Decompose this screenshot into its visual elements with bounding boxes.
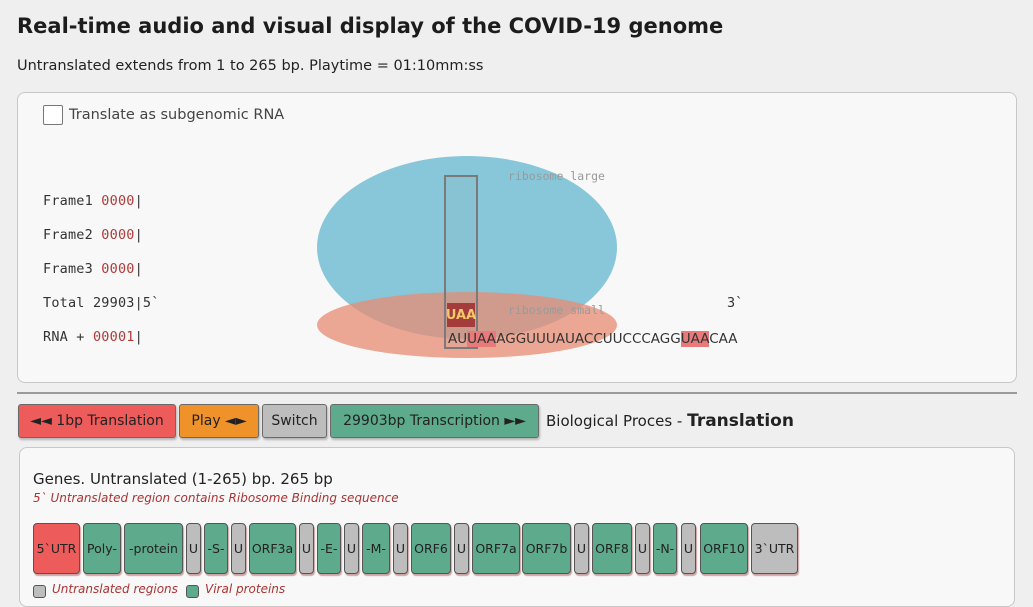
process-value: Translation <box>687 411 794 431</box>
frame3-suffix: | <box>134 261 143 277</box>
rna-seq-stop-codon-2: UAA <box>680 331 710 347</box>
genes-note: 5` Untranslated region contains Ribosome… <box>33 491 399 505</box>
gene-s[interactable]: -S- <box>204 523 228 574</box>
current-codon: UAA <box>446 303 476 327</box>
gene-u7[interactable]: U <box>574 523 589 574</box>
divider <box>17 392 1017 394</box>
rna-label: RNA + <box>43 329 93 345</box>
genes-panel: Genes. Untranslated (1-265) bp. 265 bp 5… <box>19 447 1015 607</box>
frame2-row: Frame2 0000| <box>43 227 143 243</box>
frame2-value: 0000 <box>101 227 135 243</box>
ribosome-small-label: ribosome small <box>508 303 605 317</box>
gene-u4[interactable]: U <box>344 523 359 574</box>
rna-sequence: AUUAAAGGUUUAUACCUUCCCAGGUAACAA <box>448 331 738 347</box>
total-row: Total 29903|5` <box>43 295 160 311</box>
gene-5utr[interactable]: 5`UTR <box>33 523 80 574</box>
gene-e[interactable]: -E- <box>317 523 341 574</box>
gene-orf7a[interactable]: ORF7a <box>472 523 520 574</box>
frame3-label: Frame3 <box>43 261 102 277</box>
gene-orf6[interactable]: ORF6 <box>411 523 451 574</box>
legend-viral-swatch <box>186 585 199 598</box>
frame3-value: 0000 <box>101 261 135 277</box>
gene-u8[interactable]: U <box>635 523 650 574</box>
legend-untranslated-label: Untranslated regions <box>52 581 178 596</box>
rna-row: RNA + 00001| <box>43 329 143 345</box>
subgenomic-checkbox[interactable] <box>43 105 63 125</box>
frame3-row: Frame3 0000| <box>43 261 143 277</box>
genes-title: Genes. Untranslated (1-265) bp. 265 bp <box>33 470 333 488</box>
gene-protein[interactable]: -protein <box>124 523 183 574</box>
frame1-row: Frame1 0000| <box>43 193 143 209</box>
gene-u2[interactable]: U <box>231 523 246 574</box>
legend-viral: Viral proteins <box>186 579 285 598</box>
frame1-label: Frame1 <box>43 193 102 209</box>
page-subtitle: Untranslated extends from 1 to 265 bp. P… <box>17 58 484 74</box>
rna-seq-stop-codon-1: UAA <box>467 331 497 347</box>
frame1-value: 0000 <box>101 193 135 209</box>
process-label-text: Biological Proces - <box>546 412 688 430</box>
translation-button[interactable]: ◄◄ 1bp Translation <box>18 404 176 438</box>
subgenomic-checkbox-label: Translate as subgenomic RNA <box>69 107 285 123</box>
frame2-label: Frame2 <box>43 227 102 243</box>
transcription-button[interactable]: 29903bp Transcription ►► <box>330 404 539 438</box>
gene-u1[interactable]: U <box>186 523 201 574</box>
frame1-suffix: | <box>134 193 143 209</box>
rna-seq-part2: AGGUUUAUACCUUCCCAGG <box>496 331 681 347</box>
play-button[interactable]: Play ◄► <box>179 404 259 438</box>
subgenomic-checkbox-row[interactable]: Translate as subgenomic RNA <box>43 105 284 125</box>
rna-seq-part1: AU <box>448 331 468 347</box>
gene-orf10[interactable]: ORF10 <box>700 523 748 574</box>
gene-u6[interactable]: U <box>454 523 469 574</box>
gene-u5[interactable]: U <box>393 523 408 574</box>
gene-u3[interactable]: U <box>299 523 314 574</box>
frame2-suffix: | <box>134 227 143 243</box>
genome-display-panel: Translate as subgenomic RNA ribosome lar… <box>17 92 1017 383</box>
gene-poly[interactable]: Poly- <box>83 523 121 574</box>
legend-untranslated: Untranslated regions <box>33 579 178 598</box>
rna-seq-part3: CAA <box>709 331 738 347</box>
gene-orf3a[interactable]: ORF3a <box>249 523 296 574</box>
gene-3utr[interactable]: 3`UTR <box>751 523 798 574</box>
legend-viral-label: Viral proteins <box>205 581 286 596</box>
ribosome-large-label: ribosome large <box>508 169 605 183</box>
process-label: Biological Proces - Translation <box>546 411 794 431</box>
gene-orf7b[interactable]: ORF7b <box>522 523 571 574</box>
gene-n[interactable]: -N- <box>653 523 677 574</box>
page-title: Real-time audio and visual display of th… <box>17 14 724 38</box>
switch-button[interactable]: Switch <box>262 404 327 438</box>
rna-value: 00001 <box>92 329 135 345</box>
three-prime-label: 3` <box>727 295 744 311</box>
legend-untranslated-swatch <box>33 585 46 598</box>
gene-u9[interactable]: U <box>681 523 696 574</box>
gene-m[interactable]: -M- <box>362 523 390 574</box>
gene-orf8[interactable]: ORF8 <box>592 523 632 574</box>
rna-suffix: | <box>134 329 143 345</box>
